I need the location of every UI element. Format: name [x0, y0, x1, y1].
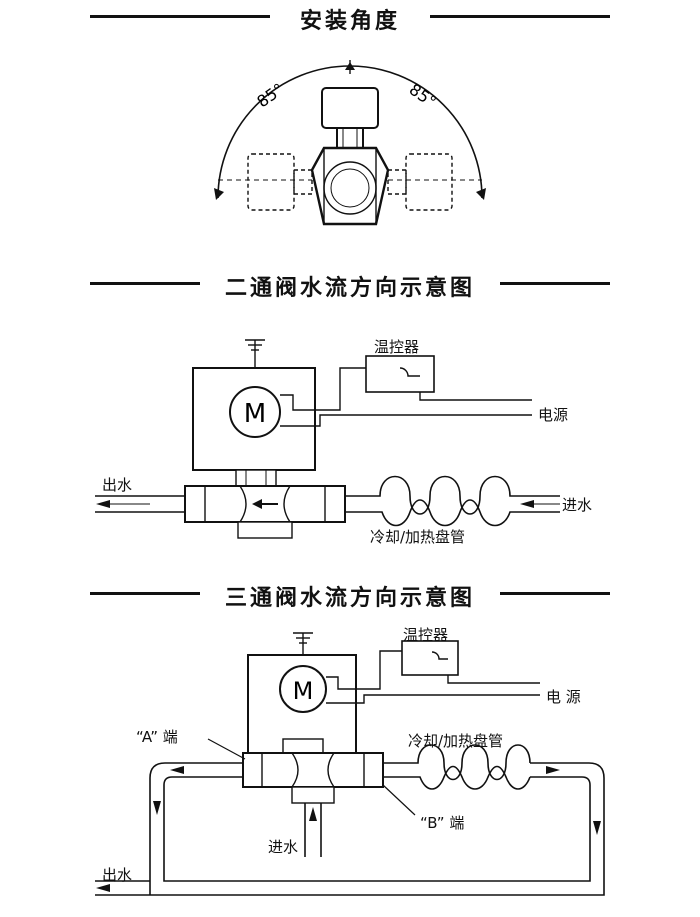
coil-pipe: [383, 744, 531, 781]
inlet-label: 进水: [562, 496, 593, 514]
two-way-valve-diagram: M: [95, 339, 560, 539]
angle-label-right: 85°: [406, 80, 440, 112]
three-way-valve-diagram: M: [95, 632, 605, 896]
thermostat-label: 温控器: [374, 338, 420, 356]
thermostat-box: [365, 355, 435, 393]
power-label: 电 源: [546, 688, 581, 706]
thermostat-box: [401, 640, 459, 676]
port-b-label: “B” 端: [420, 814, 465, 832]
valve-body: [242, 752, 384, 788]
title-rule-right: [500, 282, 610, 285]
installation-angle-diagram: 85° 85°: [214, 60, 486, 226]
outlet-arrow: [96, 884, 110, 892]
angle-section-title: 安装角度: [0, 3, 700, 35]
actuator-head: [321, 87, 379, 129]
thermostat-label: 温控器: [403, 626, 449, 644]
outlet-label: 出水: [102, 476, 133, 494]
coil-label: 冷却/加热盘管: [370, 528, 466, 546]
two-way-section-title: 二通阀水流方向示意图: [0, 270, 700, 302]
outlet-label: 出水: [102, 866, 133, 884]
bypass-pipe-outer: [149, 762, 243, 895]
actuator-ghost-left: [247, 153, 313, 211]
motor-label: M: [244, 399, 266, 429]
coil-pipe: [345, 475, 560, 515]
motor-symbol: [279, 665, 327, 713]
outlet-arrow: [96, 500, 110, 508]
actuator-ghost-right: [387, 153, 453, 211]
inlet-arrow: [309, 807, 317, 821]
port-a-label: “A” 端: [136, 728, 178, 746]
motor-symbol: [229, 386, 281, 438]
coil-label: 冷却/加热盘管: [408, 732, 504, 750]
title-rule-left: [90, 282, 200, 285]
title-rule-right: [500, 592, 610, 595]
title-rule-left: [90, 15, 270, 18]
motor-label: M: [293, 677, 314, 705]
inlet-arrow: [520, 500, 534, 508]
title-rule-left: [90, 592, 200, 595]
three-way-section-title: 三通阀水流方向示意图: [0, 580, 700, 612]
title-rule-right: [430, 15, 610, 18]
inlet-label: 进水: [268, 838, 299, 856]
power-label: 电源: [538, 406, 569, 424]
